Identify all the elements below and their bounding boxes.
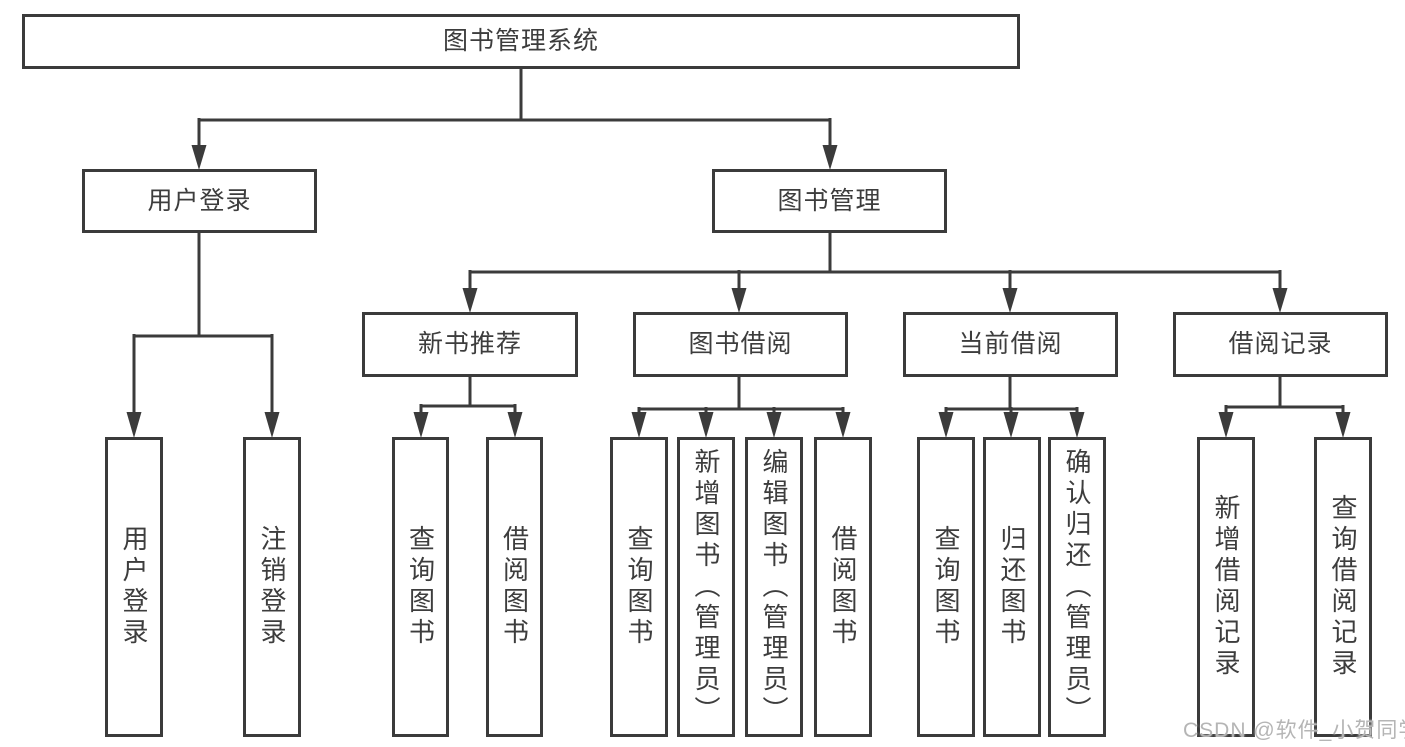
watermark: CSDN @软件_小贺同学 [1183,719,1405,742]
node-user-login: 用户登录 [82,169,317,233]
leaf-confirm-return-admin: 确认归还（管理员） [1048,437,1106,737]
leaf-label: 借阅图书 [828,525,858,649]
leaf-label: 查询图书 [624,525,654,649]
leaf-borrow-books: 借阅图书 [814,437,872,737]
leaf-add-books-admin: 新增图书（管理员） [677,437,735,737]
node-label: 图书管理 [777,186,882,215]
leaf-label: 查询图书 [931,525,961,649]
node-label: 用户登录 [147,186,252,215]
leaf-query-borrow-record: 查询借阅记录 [1314,437,1372,737]
node-label: 图书借阅 [688,330,793,358]
node-new-book-recommend: 新书推荐 [362,312,578,377]
leaf-label: 新增借阅记录 [1211,494,1241,680]
leaf-recommend-query-books: 查询图书 [392,437,449,737]
leaf-label: 查询借阅记录 [1328,494,1358,680]
node-label: 当前借阅 [958,330,1063,358]
node-book-management: 图书管理 [712,169,947,233]
node-label: 图书管理系统 [442,27,599,55]
node-label: 新书推荐 [417,330,522,358]
leaf-borrow-query-books: 查询图书 [610,437,668,737]
leaf-label: 查询图书 [405,525,436,649]
leaf-label: 借阅图书 [499,525,530,649]
leaf-user-login: 用户登录 [105,437,163,737]
node-book-borrow: 图书借阅 [633,312,848,377]
leaf-label: 归还图书 [997,525,1027,649]
leaf-add-borrow-record: 新增借阅记录 [1197,437,1255,737]
node-current-borrow: 当前借阅 [903,312,1118,377]
leaf-label: 注销登录 [257,525,287,649]
leaf-logout: 注销登录 [243,437,301,737]
leaf-label: 用户登录 [119,525,149,649]
node-label: 借阅记录 [1228,330,1333,358]
node-root: 图书管理系统 [22,14,1020,69]
leaf-edit-books-admin: 编辑图书（管理员） [745,437,803,737]
leaf-current-query-books: 查询图书 [917,437,975,737]
leaf-recommend-borrow-books: 借阅图书 [486,437,543,737]
node-borrow-records: 借阅记录 [1173,312,1388,377]
leaf-label: 编辑图书（管理员） [759,447,789,727]
leaf-label: 确认归还（管理员） [1062,447,1092,727]
leaf-return-books: 归还图书 [983,437,1041,737]
leaf-label: 新增图书（管理员） [691,447,721,727]
